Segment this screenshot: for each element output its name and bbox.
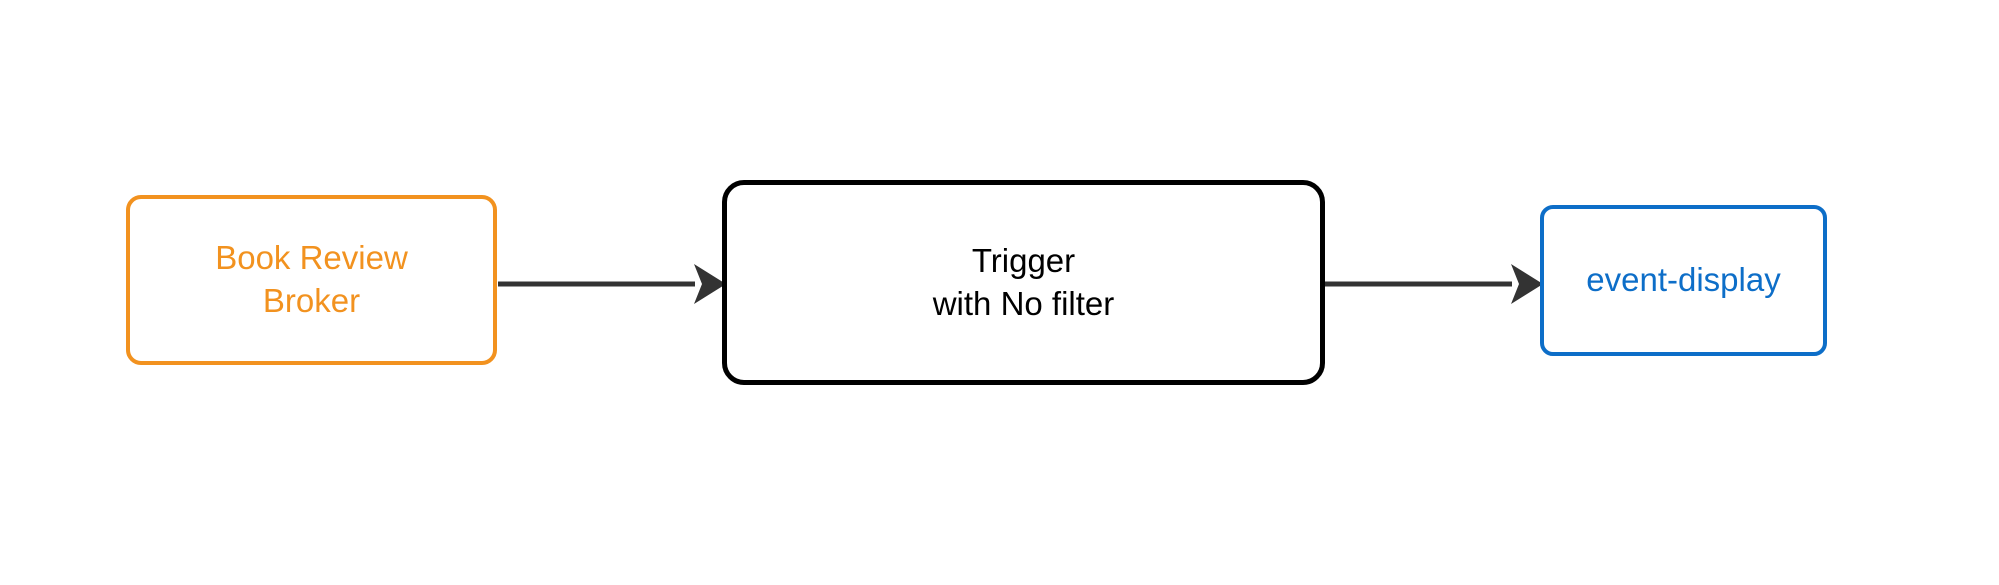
node-book-review-broker[interactable]: Book Review Broker xyxy=(126,195,497,365)
edge-broker-to-trigger-arrowhead-icon xyxy=(694,264,726,304)
node-event-display-label: event-display xyxy=(1586,261,1781,299)
edge-trigger-to-event-display xyxy=(1325,264,1543,304)
edge-broker-to-trigger xyxy=(498,264,726,304)
node-trigger[interactable]: Trigger with No filter xyxy=(722,180,1325,385)
node-book-review-broker-label: Book Review Broker xyxy=(215,239,408,319)
node-trigger-label: Trigger with No filter xyxy=(932,241,1115,322)
edge-trigger-to-event-display-arrowhead-icon xyxy=(1511,264,1543,304)
node-event-display[interactable]: event-display xyxy=(1540,205,1827,356)
